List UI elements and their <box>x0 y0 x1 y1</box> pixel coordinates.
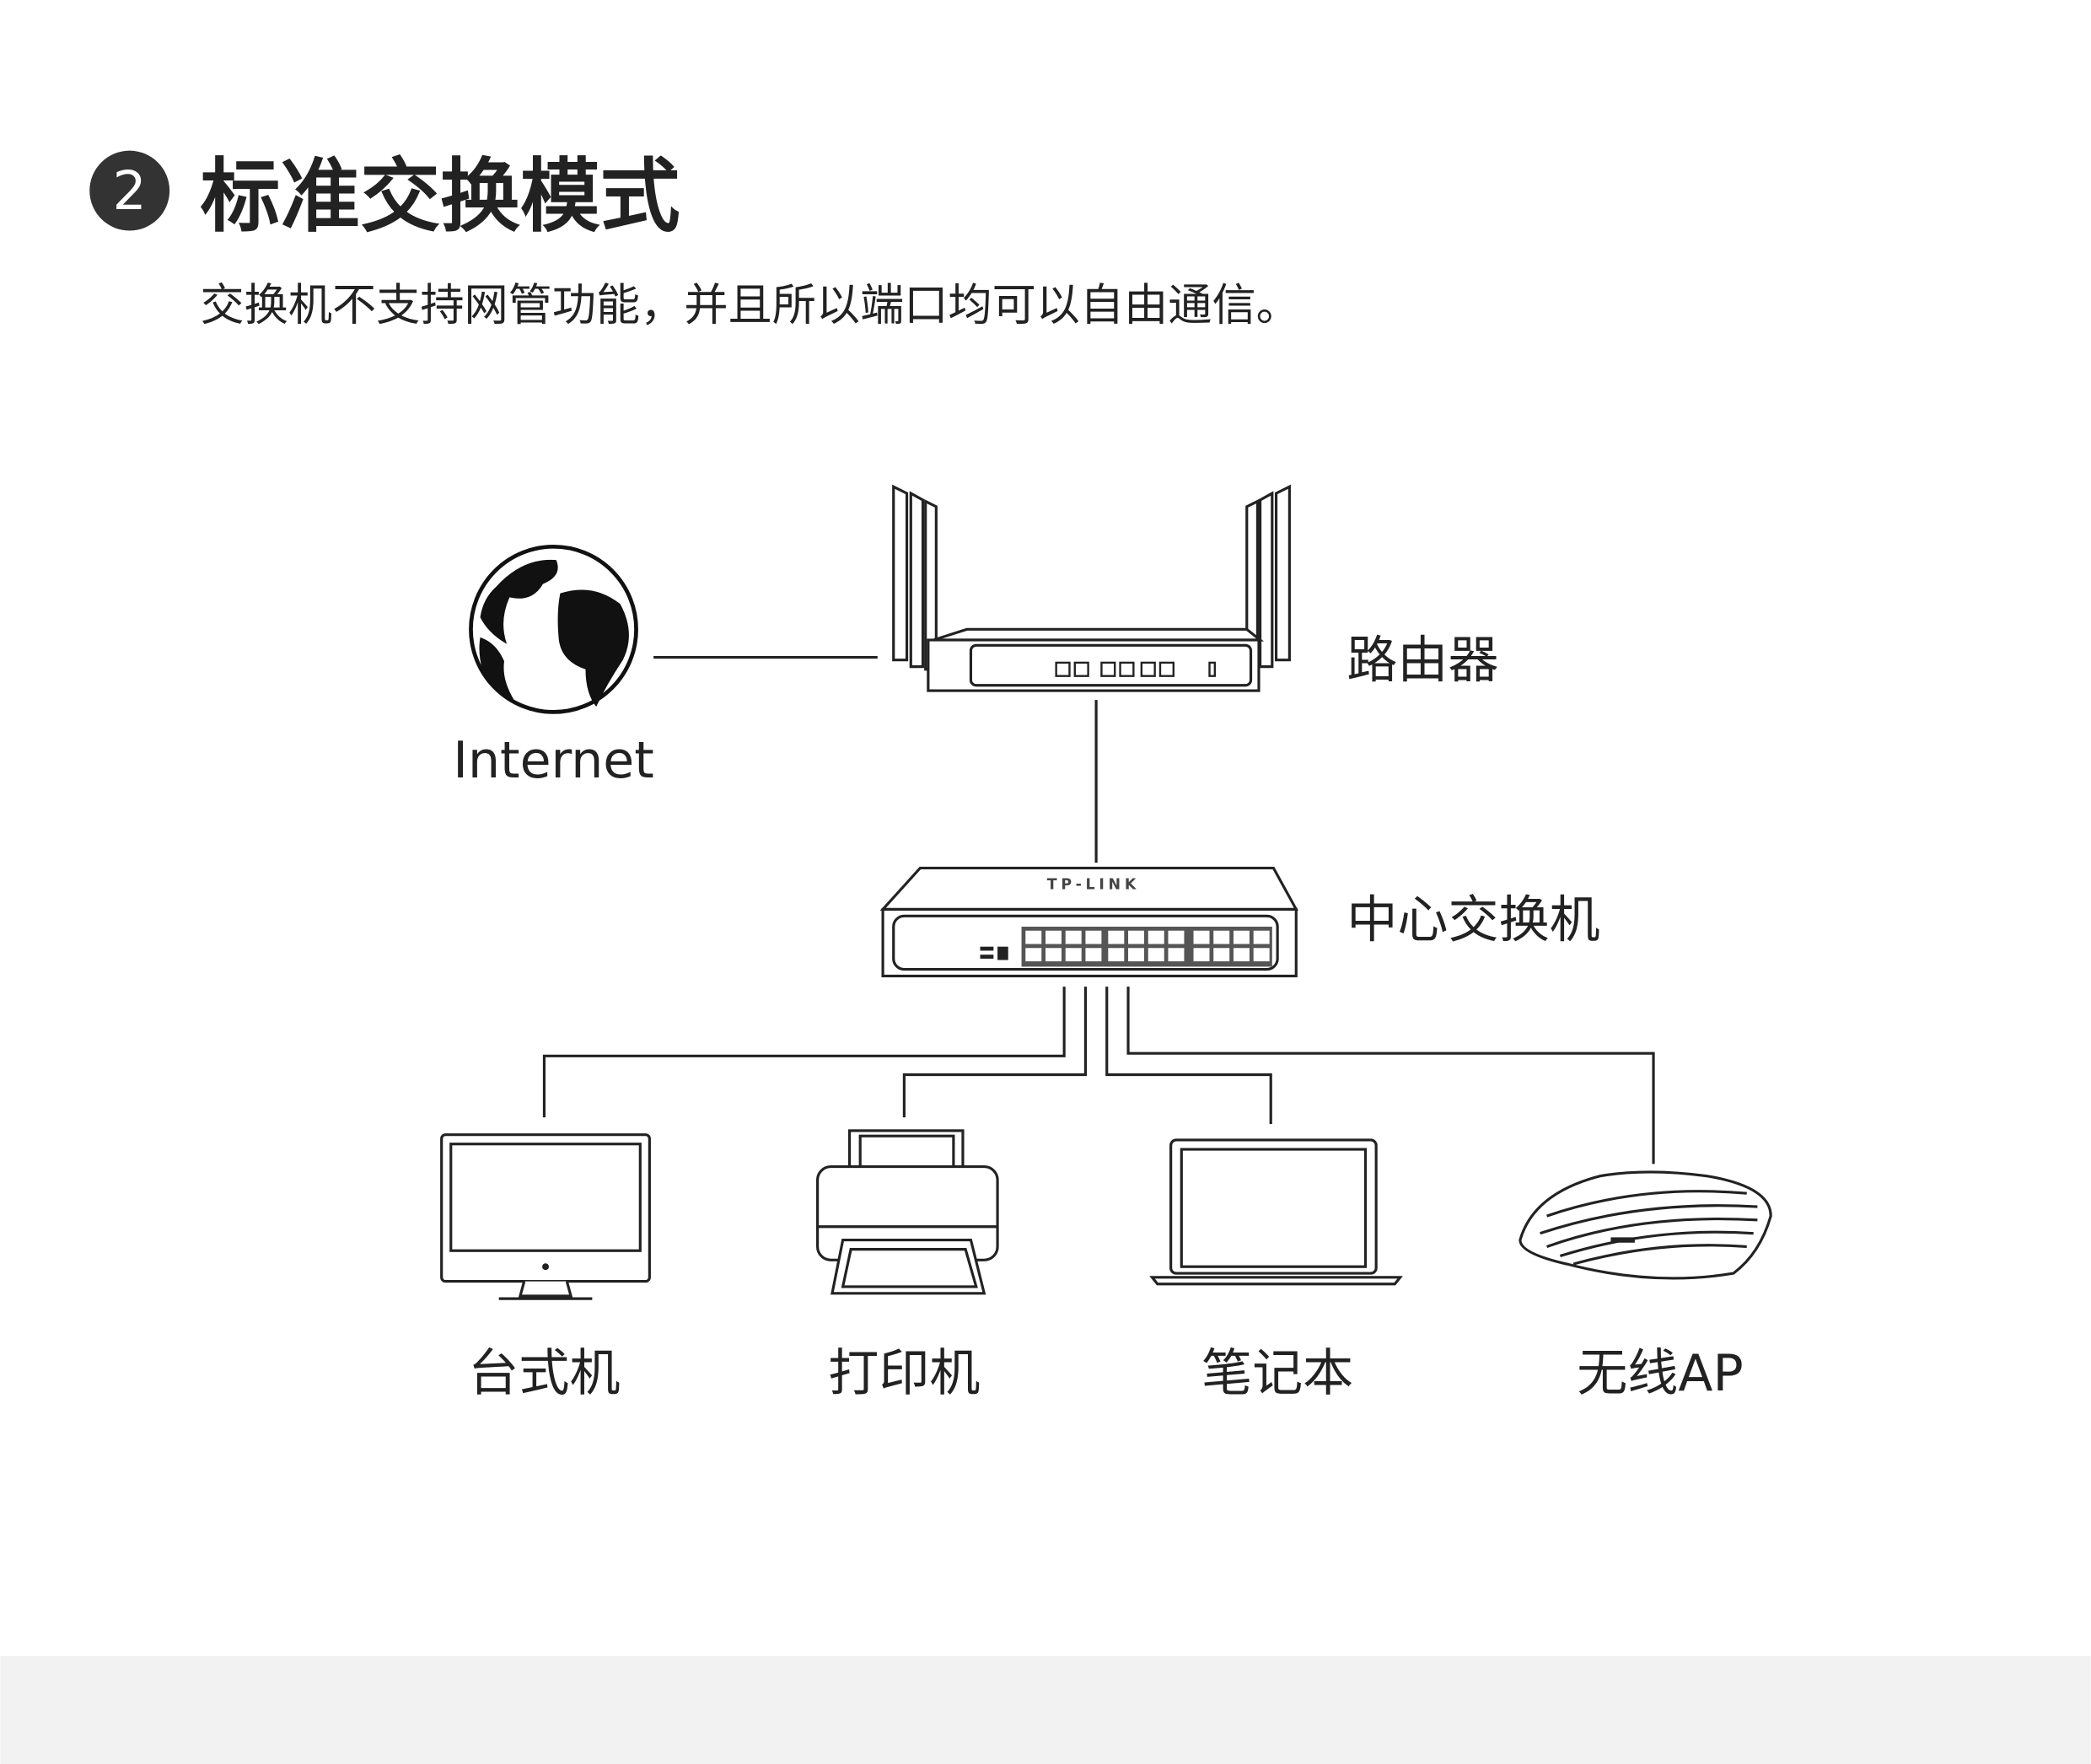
step-number: 2 <box>113 159 147 222</box>
router-label: 路由器 <box>1347 631 1498 690</box>
page-title: 标准交换模式 <box>200 151 680 244</box>
switch-label: 中心交换机 <box>1347 891 1599 950</box>
device-label-printer: 打印机 <box>828 1344 980 1403</box>
wireless-ap-icon <box>1519 1170 1772 1280</box>
printer-icon <box>816 1129 999 1295</box>
device-label-laptop: 笔记本 <box>1201 1344 1353 1403</box>
device-label-desktop: 台式机 <box>468 1344 620 1403</box>
step-badge: 2 <box>89 150 170 231</box>
internet-label: Internet <box>453 731 654 790</box>
switch-icon: TP-LINK <box>879 866 1298 978</box>
device-label-ap: 无线AP <box>1577 1344 1743 1403</box>
switch-device-links <box>542 987 1655 1164</box>
switch-brand: TP-LINK <box>1047 877 1140 894</box>
desktop-icon <box>440 1133 651 1300</box>
laptop-icon <box>1149 1138 1403 1286</box>
router-icon <box>892 484 1291 692</box>
page-description: 交换机不支持网管功能，并且所以端口均可以自由通信。 <box>200 281 1299 331</box>
globe-icon <box>469 544 638 714</box>
footer-band <box>0 1655 2091 1764</box>
